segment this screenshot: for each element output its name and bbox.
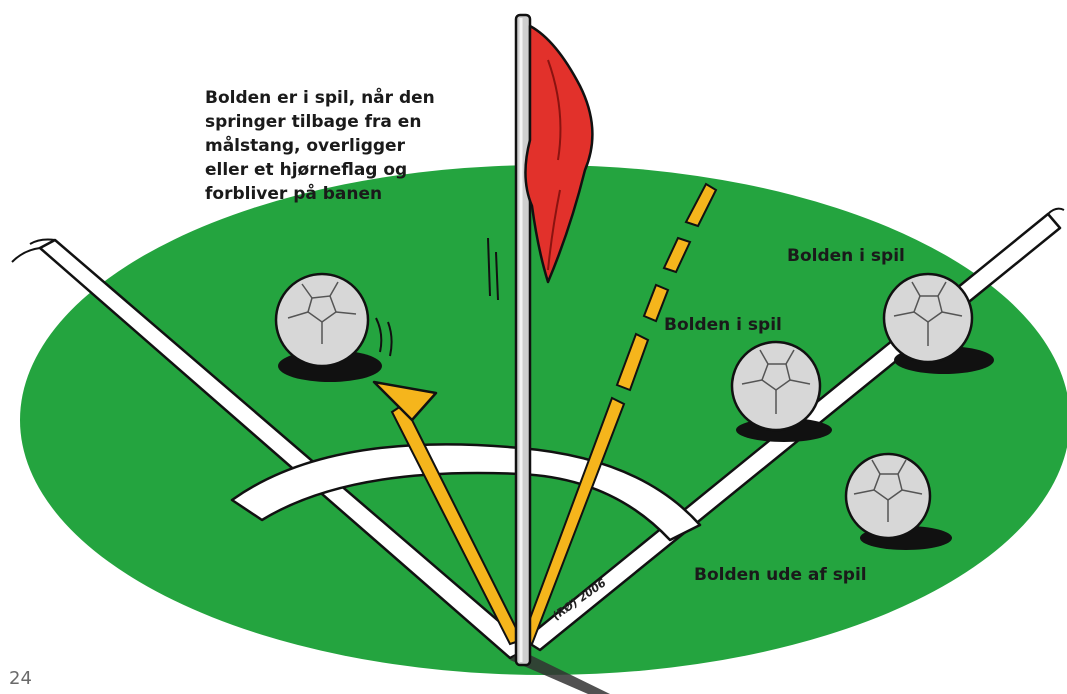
rule-line: forbliver på banen (205, 182, 435, 206)
page-number: 24 (9, 668, 32, 689)
rule-line: målstang, overligger (205, 134, 435, 158)
rule-line: springer tilbage fra en (205, 110, 435, 134)
label-ball-in-play-top: Bolden i spil (787, 244, 905, 268)
flag-post (516, 15, 530, 665)
rule-line: Bolden er i spil, når den (205, 86, 435, 110)
rule-description: Bolden er i spil, når den springer tilba… (205, 86, 435, 206)
label-ball-in-play-mid: Bolden i spil (664, 313, 782, 337)
rule-line: eller et hjørneflag og (205, 158, 435, 182)
label-ball-out-of-play: Bolden ude af spil (694, 563, 867, 587)
